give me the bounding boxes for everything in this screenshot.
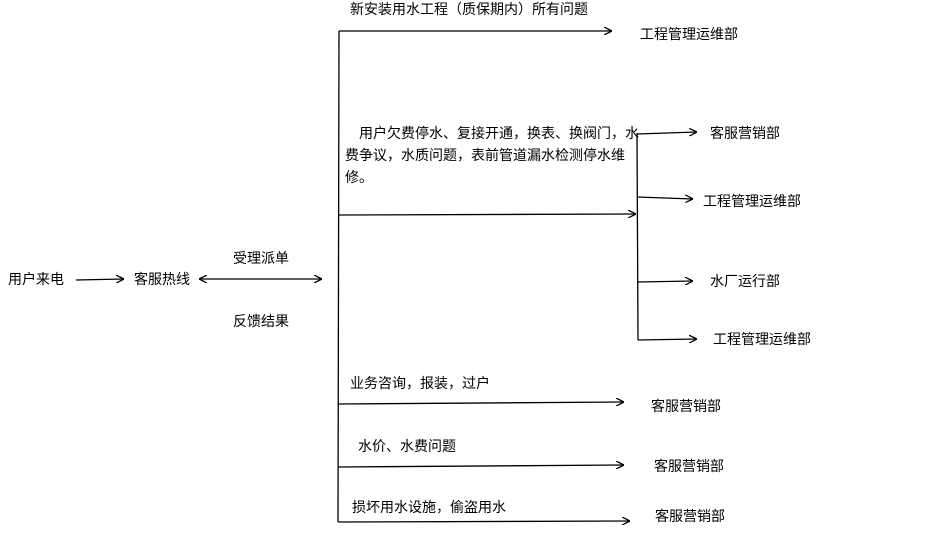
- sub-branch-arrow-1: [636, 132, 697, 134]
- dispatch-label: 受理派单: [233, 251, 289, 267]
- department-node: 水厂运行部: [710, 274, 780, 290]
- main-trunk: [337, 30, 340, 523]
- branch-arrow-5: [337, 521, 630, 522]
- arrow-caller-to-hotline: [75, 279, 124, 280]
- department-node: 客服营销部: [655, 509, 725, 525]
- sub-branch-arrow-2: [636, 197, 693, 199]
- department-node: 客服营销部: [654, 459, 724, 475]
- sub-trunk: [636, 132, 639, 341]
- sub-branch-arrow-3: [637, 281, 693, 282]
- department-node: 工程管理运维部: [713, 332, 811, 348]
- feedback-label: 反馈结果: [233, 314, 289, 330]
- category-4-text: 水价、水费问题: [358, 439, 456, 455]
- category-2-text: 用户欠费停水、复接开通，换表、换阀门，水费争议，水质问题，表前管道漏水检测停水维…: [345, 126, 639, 186]
- hotline-node: 客服热线: [134, 272, 190, 288]
- branch-arrow-2: [338, 214, 636, 215]
- category-3-text: 业务咨询，报装，过户: [350, 376, 490, 392]
- branch-arrow-3: [337, 402, 624, 404]
- department-node: 工程管理运维部: [703, 194, 801, 210]
- category-1-text: 新安装用水工程（质保期内）所有问题: [350, 2, 588, 18]
- caller-node: 用户来电: [8, 272, 64, 288]
- department-node: 客服营销部: [710, 126, 780, 142]
- sub-branch-arrow-4: [637, 339, 697, 340]
- category-5-text: 损坏用水设施，偷盗用水: [352, 500, 506, 516]
- department-node: 客服营销部: [651, 399, 721, 415]
- department-node: 工程管理运维部: [640, 27, 738, 43]
- branch-arrow-4: [337, 465, 624, 467]
